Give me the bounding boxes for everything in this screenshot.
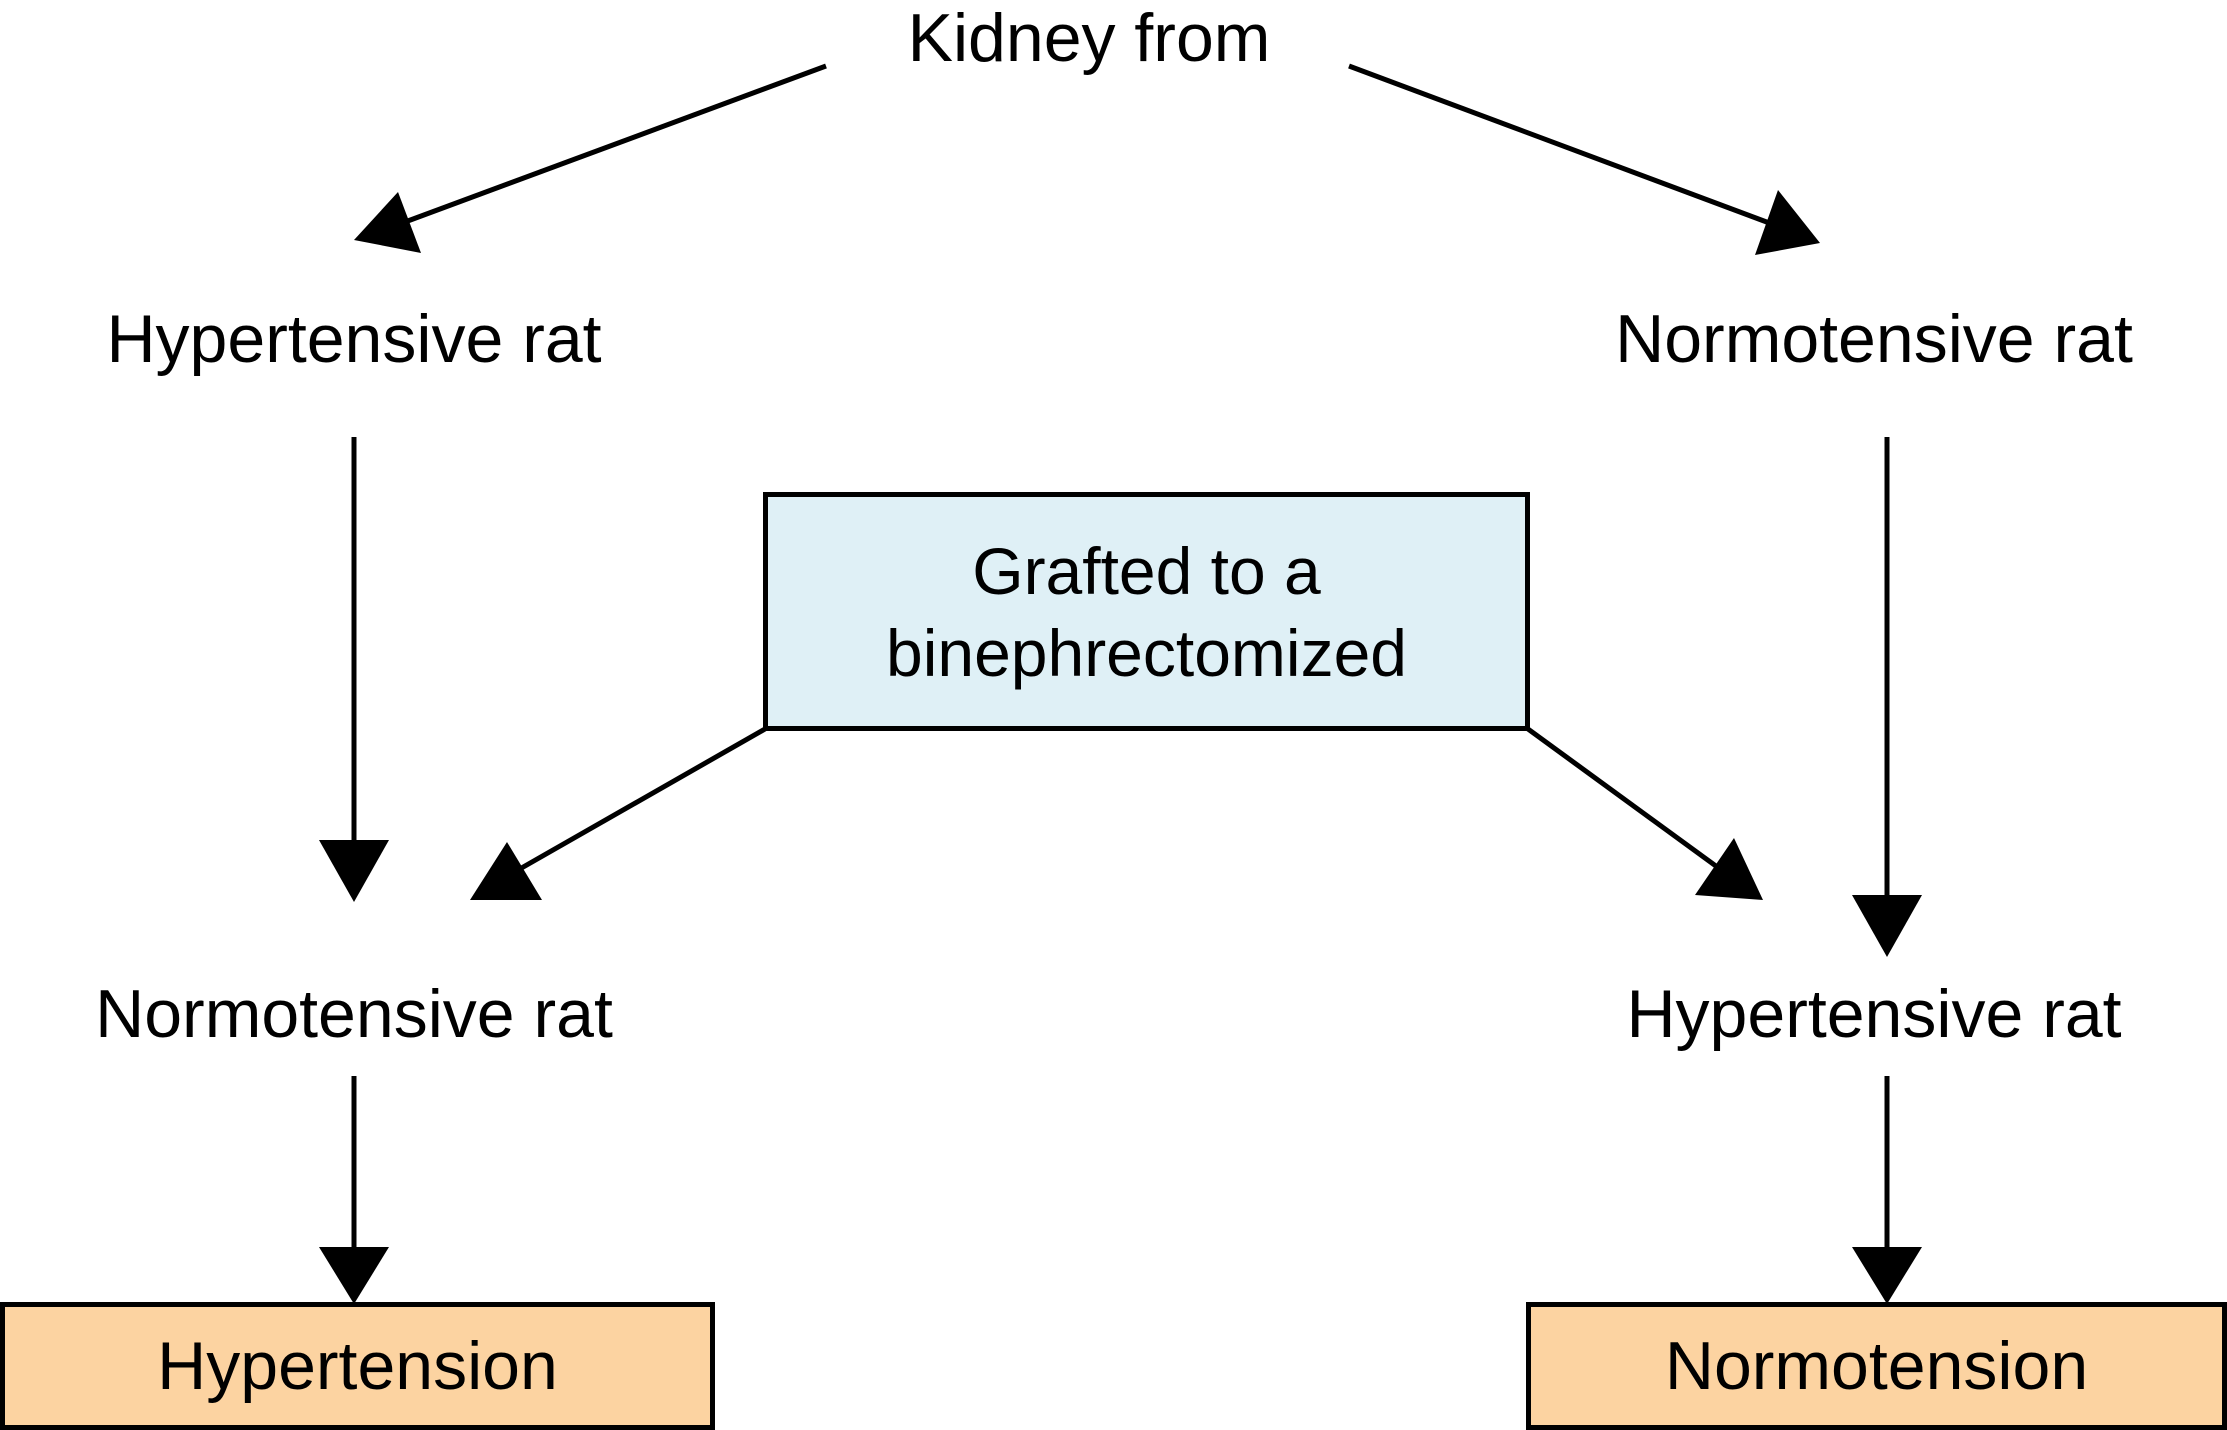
arrow-source-to-donor-left [404,63,827,225]
arrowhead-recipient-left-down [319,840,389,902]
arrowhead-graft-left [470,842,542,900]
arrow-source-to-donor-right [1348,63,1773,227]
arrowhead-outcome-left [319,1247,389,1304]
arrowhead-graft-right [1695,838,1763,900]
arrowhead-donor-right [1755,190,1820,255]
arrow-graft-to-recipient-left [516,726,767,873]
outcome-left-label: Hypertension [157,1328,558,1404]
arrow-graft-to-recipient-right [1526,726,1722,872]
outcome-box-hypertension: Hypertension [0,1302,715,1430]
donor-right-label: Normotensive rat [1615,301,2133,377]
outcome-box-normotension: Normotension [1526,1302,2227,1430]
arrowhead-recipient-right-down [1852,895,1922,957]
outcome-right-label: Normotension [1664,1328,2089,1404]
donor-left-label: Hypertensive rat [106,301,602,377]
recipient-right-label: Hypertensive rat [1626,976,2122,1052]
arrowhead-outcome-right [1852,1247,1922,1304]
source-label: Kidney from [907,0,1271,76]
graft-box: Grafted to a binephrectomized [763,492,1530,731]
graft-text-line-2: binephrectomized [886,615,1407,690]
graft-text-line-1: Grafted to a [972,533,1321,608]
recipient-left-label: Normotensive rat [95,976,613,1052]
arrowhead-donor-left [354,192,421,253]
